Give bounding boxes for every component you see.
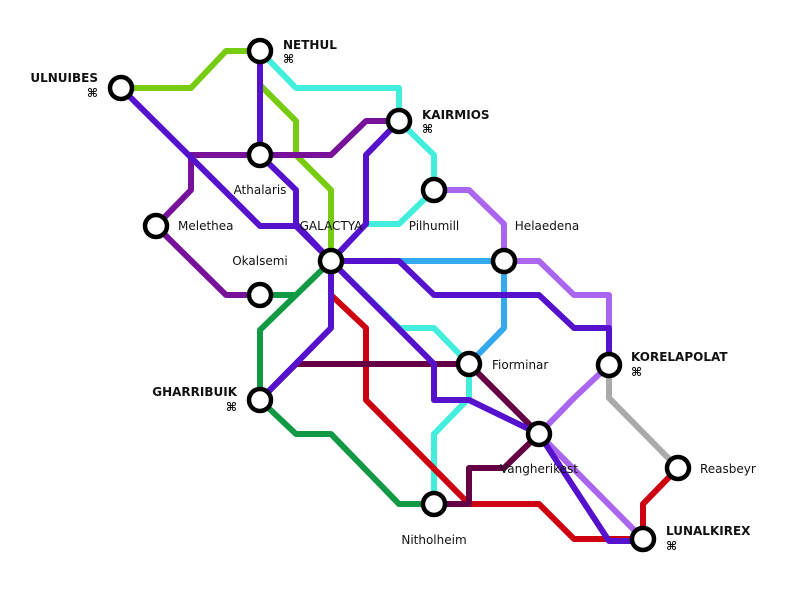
route-line-purple — [153, 118, 402, 298]
route-line-indigo — [328, 258, 646, 544]
station-label-reasbeyr: Reasbeyr — [700, 462, 756, 476]
station-melethea[interactable] — [142, 212, 170, 240]
place-of-interest-icon: ⌘ — [87, 86, 98, 100]
labels-layer: NETHUL⌘ULNUIBES⌘KAIRMIOS⌘AthalarisPilhum… — [30, 38, 756, 553]
route-line-lavender — [431, 187, 646, 542]
station-pilhumill[interactable] — [420, 176, 448, 204]
station-label-athalaris: Athalaris — [234, 183, 287, 197]
place-of-interest-icon: ⌘ — [226, 400, 237, 414]
station-label-kairmios: KAIRMIOS — [422, 108, 490, 122]
stations-layer — [107, 37, 692, 553]
station-fiorminar[interactable] — [455, 350, 483, 378]
station-label-galactya: GALACTYA — [300, 219, 364, 233]
station-ulnuibes[interactable] — [107, 74, 135, 102]
station-reasbeyr[interactable] — [664, 454, 692, 482]
station-galactya[interactable] — [317, 247, 345, 275]
station-label-melethea: Melethea — [178, 219, 234, 233]
place-of-interest-icon: ⌘ — [631, 365, 642, 379]
station-label-lunalkirex: LUNALKIREX — [666, 524, 751, 538]
station-lunalkirex[interactable] — [629, 525, 657, 553]
station-gharribuik[interactable] — [246, 386, 274, 414]
route-line-maroon — [257, 361, 542, 507]
station-kairmios[interactable] — [385, 107, 413, 135]
place-of-interest-icon: ⌘ — [283, 52, 294, 66]
station-athalaris[interactable] — [246, 141, 274, 169]
station-helaedena[interactable] — [490, 247, 518, 275]
station-label-gharribuik: GHARRIBUIK — [152, 385, 237, 399]
station-vangherikest[interactable] — [525, 420, 553, 448]
station-label-nethul: NETHUL — [283, 38, 337, 52]
place-of-interest-icon: ⌘ — [666, 539, 677, 553]
station-label-okalsemi: Okalsemi — [232, 254, 288, 268]
station-nitholheim[interactable] — [420, 490, 448, 518]
station-nethul[interactable] — [246, 37, 274, 65]
route-line-indigo — [257, 258, 334, 403]
station-label-nitholheim: Nitholheim — [401, 533, 466, 547]
route-line-indigo — [328, 258, 612, 368]
station-label-helaedena: Helaedena — [515, 219, 579, 233]
place-of-interest-icon: ⌘ — [422, 122, 433, 136]
station-label-fiorminar: Fiorminar — [492, 358, 548, 372]
station-label-korelapolat: KORELAPOLAT — [631, 350, 728, 364]
station-label-pilhumill: Pilhumill — [409, 219, 460, 233]
station-korelapolat[interactable] — [595, 351, 623, 379]
route-line-indigo — [328, 118, 402, 264]
station-label-vangherikest: Vangherikest — [500, 462, 578, 476]
route-line-red — [328, 258, 681, 542]
station-label-ulnuibes: ULNUIBES — [30, 71, 98, 85]
station-okalsemi[interactable] — [246, 281, 274, 309]
